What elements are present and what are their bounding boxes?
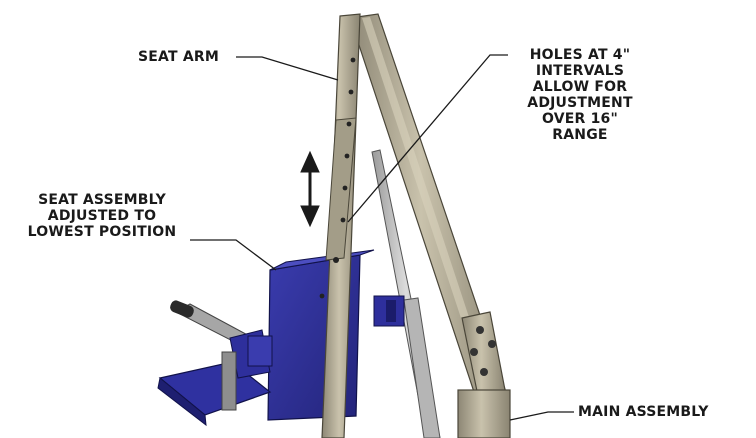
seat-assembly-line-2: ADJUSTED TO: [47, 208, 157, 224]
main-assembly-label: MAIN ASSEMBLY: [578, 404, 709, 420]
holes-line-1: HOLES AT 4": [529, 47, 631, 63]
holes-line-5: OVER 16": [542, 111, 618, 127]
leader-lines: [190, 54, 574, 421]
seat-strap: [221, 351, 237, 411]
holes-line-4: ADJUSTMENT: [527, 95, 633, 111]
seat-arm-text: SEAT ARM: [138, 49, 219, 65]
seat-arm-label: SEAT ARM: [138, 49, 219, 65]
holes-line-2: INTERVALS: [535, 63, 625, 79]
seat-assembly-line-3: LOWEST POSITION: [27, 224, 177, 240]
holes-line-6: RANGE: [552, 127, 608, 143]
holes-line-3: ALLOW FOR: [532, 79, 628, 95]
seat-side-block: [373, 295, 405, 327]
armrest: [170, 300, 273, 379]
seat-arm-bar: [319, 13, 361, 438]
main-assembly-text: MAIN ASSEMBLY: [578, 404, 709, 420]
adjustment-arrow: [300, 150, 320, 228]
seat-assembly-line-1: SEAT ASSEMBLY: [38, 192, 166, 208]
seat-back: [267, 249, 375, 421]
boom-bracket: [461, 311, 506, 397]
seat-assembly-label: SEAT ASSEMBLY ADJUSTED TO LOWEST POSITIO…: [6, 192, 198, 240]
main-post: [457, 389, 511, 438]
holes-label: HOLES AT 4" INTERVALS ALLOW FOR ADJUSTME…: [510, 47, 650, 143]
actuator-pole: [371, 149, 441, 438]
